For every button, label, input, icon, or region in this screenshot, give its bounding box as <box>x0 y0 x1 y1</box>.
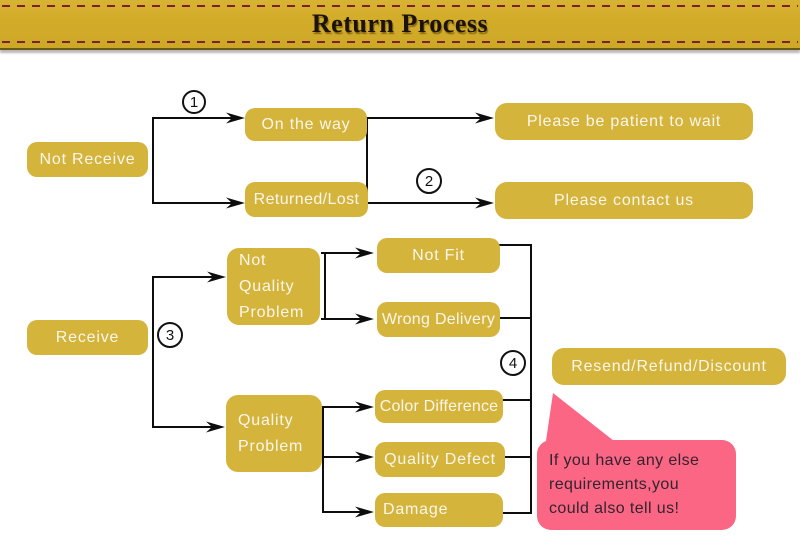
note-speech-bubble: If you have any else requirements,you co… <box>537 440 736 530</box>
header-banner: Return Process <box>0 0 800 50</box>
node-quality-defect: Quality Defect <box>375 442 505 477</box>
node-not-receive: Not Receive <box>27 142 148 177</box>
dashed-line-top <box>2 5 798 7</box>
step-marker-4: 4 <box>500 350 526 376</box>
bubble-line: could also tell us! <box>549 500 680 517</box>
node-receive: Receive <box>27 320 148 355</box>
step-marker-1: 1 <box>182 90 206 114</box>
node-please-wait: Please be patient to wait <box>495 103 753 140</box>
bubble-line: requirements,you <box>549 476 680 493</box>
node-on-the-way: On the way <box>245 108 367 141</box>
node-not-fit: Not Fit <box>377 238 500 273</box>
node-returned-lost: Returned/Lost <box>245 182 368 217</box>
page-title: Return Process <box>311 9 489 38</box>
node-wrong-delivery: Wrong Delivery <box>377 302 500 337</box>
dashed-line-bottom <box>2 41 798 43</box>
node-please-contact: Please contact us <box>495 182 753 219</box>
bubble-line: If you have any else <box>549 452 700 469</box>
connector-lines <box>152 117 532 514</box>
bubble-tail <box>546 393 614 441</box>
step-marker-3: 3 <box>157 322 183 348</box>
node-color-difference: Color Difference <box>375 390 503 423</box>
arrowheads <box>206 112 494 518</box>
node-damage: Damage <box>375 493 503 527</box>
node-quality-problem: Quality Problem <box>226 395 322 472</box>
node-resend-refund-discount: Resend/Refund/Discount <box>552 348 786 385</box>
step-marker-2: 2 <box>416 168 442 194</box>
node-not-quality-problem: Not Quality Problem <box>227 248 320 325</box>
